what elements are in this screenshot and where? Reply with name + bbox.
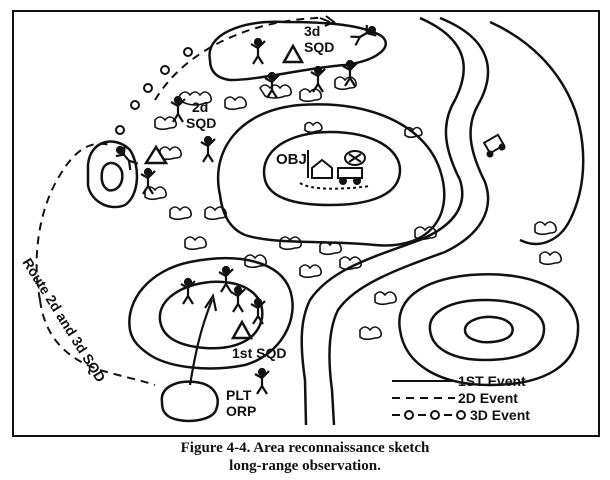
legend-item-1-label: 1ST Event	[458, 373, 526, 389]
squad-2-label-line1: 2d	[192, 99, 208, 115]
antenna-dish-icon	[344, 150, 366, 166]
observation-triangles	[143, 43, 305, 340]
tree-clusters	[144, 76, 562, 341]
hill-3d-sqd	[208, 20, 387, 82]
soldier-icon	[310, 65, 326, 93]
squad-1-label: 1st SQD	[232, 345, 286, 361]
hill-2d-sqd	[86, 140, 139, 209]
soldier-icon	[250, 297, 266, 325]
hill-east	[398, 273, 580, 387]
squad-3-label-line1: 3d	[304, 23, 320, 39]
squad-3-label-line2: SQD	[304, 39, 334, 55]
soldier-icon	[342, 59, 358, 87]
stream-bank-right	[328, 16, 490, 426]
soldier-icon	[140, 167, 156, 195]
objective-buildings	[299, 150, 371, 190]
squad-2-label-line2: SQD	[186, 115, 216, 131]
soldier-icon	[254, 367, 270, 395]
legend: 1ST Event 2D Event 3D Event	[392, 373, 530, 423]
soldier-icon	[250, 37, 266, 65]
op-3d-sqd-triangle	[281, 43, 305, 64]
route-2d-3d-sqd	[35, 15, 336, 386]
legend-item-2-label: 2D Event	[458, 390, 518, 406]
objective-contour-outer	[216, 103, 446, 247]
stream	[300, 16, 490, 426]
vehicle-northeast	[482, 133, 506, 158]
op-2d-sqd-triangle	[143, 144, 169, 165]
soldier-icon	[350, 24, 377, 46]
objective-contour-inner	[262, 130, 402, 207]
objective-label: OBJ	[276, 151, 307, 168]
map-labels: OBJ 3d SQD 2d SQD 1st SQD PLT ORP Route …	[19, 23, 334, 419]
op-1st-sqd-triangle	[230, 319, 254, 340]
route-label: Route 2d and 3d SQD	[19, 255, 108, 385]
orp-to-1st-sqd-arrow	[188, 293, 218, 386]
soldier-icon	[218, 265, 234, 293]
soldier-icon	[264, 71, 280, 99]
objective-contours	[216, 103, 446, 247]
figure-caption-line1: Figure 4-4. Area reconnaissance sketch	[180, 440, 430, 456]
stream-bank-left	[300, 16, 465, 426]
soldier-icon	[230, 285, 246, 313]
soldier-icon	[170, 95, 186, 123]
sketch-frame	[12, 10, 600, 437]
vehicle-icon	[337, 167, 363, 179]
ridge-northeast	[489, 20, 585, 246]
orp-label-line1: PLT	[226, 387, 252, 403]
orp-label-line2: ORP	[226, 403, 256, 419]
legend-item-3-label: 3D Event	[470, 407, 530, 423]
soldier-figures	[115, 24, 377, 395]
legend-dash-circle-line	[392, 410, 466, 420]
soldier-icon	[180, 277, 196, 305]
soldier-icon	[200, 135, 216, 163]
area-recon-sketch: OBJ 3d SQD 2d SQD 1st SQD PLT ORP Route …	[19, 15, 585, 426]
soldier-icon	[115, 144, 139, 171]
orp-loop	[160, 380, 219, 423]
figure-caption-line2: long-range observation.	[229, 458, 381, 474]
building-icon	[311, 158, 333, 179]
